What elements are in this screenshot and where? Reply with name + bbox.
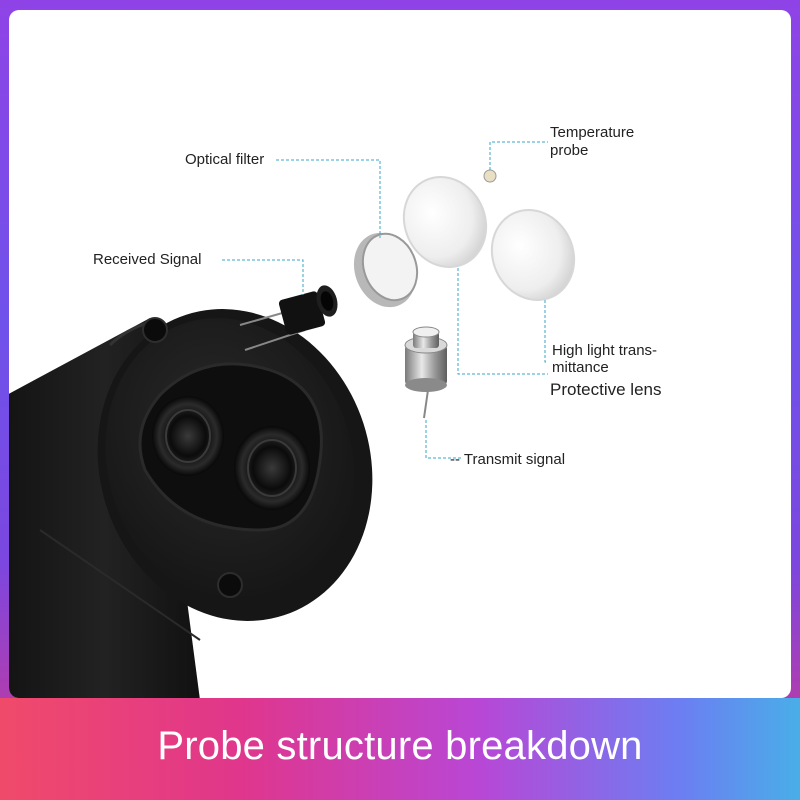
leader-lines [222, 141, 548, 459]
label-protective-lens: Protective lens [550, 380, 662, 399]
label-high-light-line2: mittance [552, 359, 609, 376]
title-banner [0, 698, 800, 800]
label-transmit-signal: -- Transmit signal [450, 451, 566, 468]
temperature-probe-component [483, 169, 497, 183]
leader-temperature-probe [489, 141, 548, 170]
leader-high-light [544, 300, 548, 363]
leader-received-signal [222, 259, 304, 295]
transmit-signal-component [404, 326, 448, 419]
label-temperature-probe-line2: probe [550, 142, 589, 159]
received-signal-component [239, 285, 338, 351]
label-received-signal: Received Signal [93, 251, 202, 268]
leader-protective-lens [457, 268, 548, 375]
label-optical-filter: Optical filter [185, 151, 265, 168]
banner-title: Probe structure breakdown [157, 724, 643, 768]
leader-optical-filter [276, 159, 381, 238]
label-temperature-probe-line1: Temperature [550, 124, 635, 141]
optical-filter-component [353, 232, 419, 308]
label-high-light-line1: High light trans- [552, 342, 658, 359]
protective-lens-component [402, 176, 576, 301]
leader-transmit-signal [425, 420, 462, 459]
probe-body [9, 309, 373, 698]
